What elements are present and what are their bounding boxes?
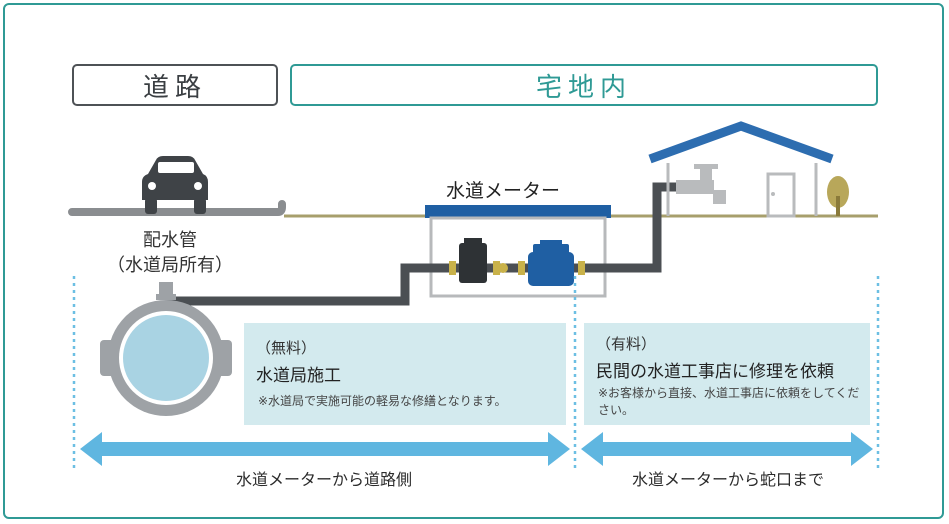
water-main-owner: （水道局所有） bbox=[107, 255, 233, 276]
paid-subtitle: （有料） bbox=[596, 335, 657, 353]
water-meter bbox=[528, 240, 574, 286]
range-arrow-left bbox=[80, 432, 570, 466]
pipe-fitting bbox=[449, 261, 456, 275]
faucet-icon bbox=[676, 164, 726, 204]
paid-title: 民間の水道工事店に修理を依頼 bbox=[596, 362, 834, 382]
road-surface bbox=[68, 200, 286, 216]
free-title: 水道局施工 bbox=[256, 366, 341, 386]
range-arrow-right bbox=[581, 432, 873, 466]
meter-box-lid bbox=[425, 205, 611, 218]
tree-icon bbox=[827, 176, 849, 216]
door-icon bbox=[766, 172, 796, 218]
property-label: 宅地内 bbox=[290, 64, 878, 106]
pipe-fitting bbox=[578, 261, 585, 275]
meter-box bbox=[429, 216, 607, 298]
pipe-fitting bbox=[493, 261, 500, 275]
house-icon bbox=[648, 121, 834, 216]
left-range-caption: 水道メーターから道路側 bbox=[235, 470, 412, 489]
paid-repair-panel: （有料） 民間の水道工事店に修理を依頼 ※お客様から直接、水道工事店に依頼をして… bbox=[584, 323, 870, 425]
car-icon bbox=[142, 156, 208, 214]
pipe-cross-section-icon bbox=[100, 282, 232, 416]
valve-icon bbox=[498, 263, 508, 273]
water-main-label: 配水管 （水道局所有） bbox=[100, 228, 240, 278]
water-meter-label: 水道メーター bbox=[446, 180, 561, 202]
right-range-caption: 水道メーターから蛇口まで bbox=[631, 470, 824, 489]
pipe-fitting bbox=[518, 261, 525, 275]
free-note: ※水道局で実施可能の軽易な修繕となります。 bbox=[258, 394, 507, 408]
check-valve bbox=[459, 243, 487, 283]
free-repair-panel: （無料） 水道局施工 ※水道局で実施可能の軽易な修繕となります。 bbox=[244, 323, 566, 425]
free-subtitle: （無料） bbox=[256, 339, 317, 357]
water-main-title: 配水管 bbox=[143, 230, 197, 251]
service-pipe bbox=[166, 182, 676, 306]
diagram-frame bbox=[3, 3, 944, 519]
paid-note: ※お客様から直接、水道工事店に依頼をしてください。 bbox=[598, 386, 860, 417]
check-valve-top bbox=[464, 238, 482, 246]
road-label: 道路 bbox=[72, 64, 278, 106]
